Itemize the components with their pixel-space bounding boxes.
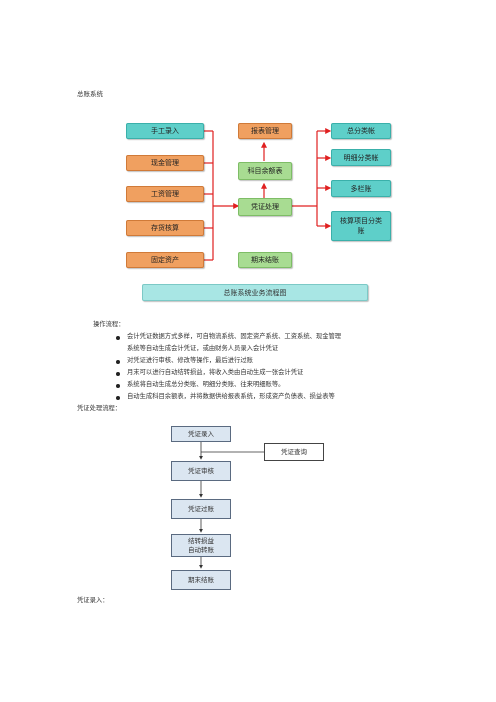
output-multi-column-ledger: 多栏账 bbox=[331, 180, 391, 197]
bullet-dot bbox=[116, 360, 120, 364]
operation-item: 会计凭证数据方式多样，可自物流系统、固定资产系统、工资系统、现金管理 bbox=[127, 333, 342, 340]
auto-transfer-step: 结转损益自动转账 bbox=[171, 534, 231, 557]
voucher-entry-heading: 凭证录入： bbox=[77, 597, 109, 604]
output-subsidiary-ledger: 明细分类帐 bbox=[331, 149, 391, 166]
voucher-review-step: 凭证审核 bbox=[171, 461, 231, 481]
operation-item: 自动生成科目余额表，并将数据供给报表系统，形成资产负债表、损益表等 bbox=[127, 393, 335, 400]
voucher-flow-title: 凭证处理流程： bbox=[77, 405, 122, 412]
operations-title: 操作流程： bbox=[93, 321, 125, 328]
input-fixed-assets: 固定资产 bbox=[126, 252, 204, 268]
operation-item: 对凭证进行审核、修改等操作，最后进行过账 bbox=[127, 357, 253, 364]
operation-item-continued: 系统等自动生成会计凭证，或由财务人员录入会计凭证 bbox=[127, 345, 279, 352]
section-heading: 总账系统 bbox=[77, 90, 103, 98]
flow-caption: 总账系统业务流程图 bbox=[142, 284, 368, 301]
period-closing-box: 期末结账 bbox=[238, 252, 292, 268]
bullet-dot bbox=[116, 372, 120, 376]
bullet-dot bbox=[116, 384, 120, 388]
voucher-posting-step: 凭证过账 bbox=[171, 499, 231, 519]
bullet-dot bbox=[116, 336, 120, 340]
voucher-processing-box: 凭证处理 bbox=[238, 198, 292, 216]
bullet-dot bbox=[116, 396, 120, 400]
input-cash-management: 现金管理 bbox=[126, 155, 204, 171]
period-closing-step: 期末结账 bbox=[171, 570, 231, 590]
report-management-box: 报表管理 bbox=[238, 123, 292, 139]
output-project-ledger: 核算项目分类账 bbox=[331, 211, 391, 241]
operation-item: 月末可以进行自动结转损益，将收入类由自动生成一张会计凭证 bbox=[127, 369, 304, 376]
output-general-ledger: 总分类帐 bbox=[331, 123, 391, 139]
input-inventory-accounting: 存货核算 bbox=[126, 220, 204, 236]
input-payroll-management: 工资管理 bbox=[126, 186, 204, 202]
operation-item: 系统将自动生成总分类账、明细分类账、往来明细账等。 bbox=[127, 381, 285, 388]
voucher-entry-step: 凭证录入 bbox=[171, 426, 231, 442]
voucher-query-step: 凭证查询 bbox=[264, 443, 324, 461]
account-balance-box: 科目余额表 bbox=[238, 162, 292, 180]
input-manual-entry: 手工录入 bbox=[126, 123, 204, 139]
